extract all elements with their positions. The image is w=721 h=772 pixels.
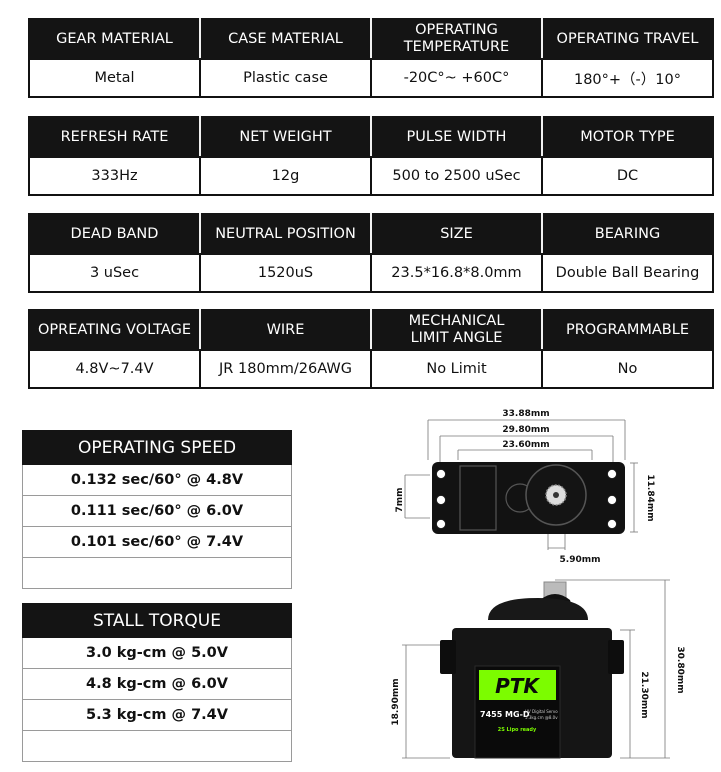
torque-row-empty (22, 730, 292, 762)
speed-row-empty (22, 557, 292, 589)
label-desc-2: 5.3kg.cm @8.0v (525, 715, 558, 720)
torque-row: 5.3 kg-cm @ 7.4V (22, 699, 292, 731)
operating-speed-title: OPERATING SPEED (22, 430, 292, 465)
spec-value-row: 4.8V~7.4V JR 180mm/26AWG No Limit No (28, 349, 714, 389)
header-operating-travel: OPERATING TRAVEL (541, 18, 714, 60)
ptk-logo: PTK (495, 674, 540, 698)
header-programmable: PROGRAMMABLE (541, 309, 714, 351)
value-dead-band: 3 uSec (28, 253, 201, 293)
value-bearing: Double Ball Bearing (541, 253, 714, 293)
value-gear-material: Metal (28, 58, 201, 98)
operating-speed-table: OPERATING SPEED 0.132 sec/60° @ 4.8V 0.1… (22, 430, 292, 589)
value-size: 23.5*16.8*8.0mm (370, 253, 543, 293)
value-net-weight: 12g (199, 156, 372, 196)
value-wire: JR 180mm/26AWG (199, 349, 372, 389)
header-bearing: BEARING (541, 213, 714, 255)
header-wire: WIRE (199, 309, 372, 351)
header-size: SIZE (370, 213, 543, 255)
label-footer: 2S Lipo ready (498, 727, 537, 733)
value-refresh-rate: 333Hz (28, 156, 201, 196)
torque-row: 4.8 kg-cm @ 6.0V (22, 668, 292, 700)
header-net-weight: NET WEIGHT (199, 116, 372, 158)
header-dead-band: DEAD BAND (28, 213, 201, 255)
header-neutral-position: NEUTRAL POSITION (199, 213, 372, 255)
ptk-logo-badge (479, 670, 556, 700)
torque-row: 3.0 kg-cm @ 5.0V (22, 637, 292, 669)
value-pulse-width: 500 to 2500 uSec (370, 156, 543, 196)
dim-lower-height: 18.90mm (391, 678, 401, 725)
speed-row: 0.101 sec/60° @ 7.4V (22, 526, 292, 558)
header-gear-material: GEAR MATERIAL (28, 18, 201, 60)
header-operating-voltage: OPREATING VOLTAGE (28, 309, 201, 351)
value-neutral-position: 1520uS (199, 253, 372, 293)
header-motor-type: MOTOR TYPE (541, 116, 714, 158)
value-programmable: No (541, 349, 714, 389)
dim-spline-offset: 5.90mm (560, 555, 601, 565)
spec-table-3: DEAD BAND NEUTRAL POSITION SIZE BEARING … (28, 213, 714, 293)
speed-row: 0.132 sec/60° @ 4.8V (22, 464, 292, 496)
dim-hole-gap: 7mm (395, 487, 405, 512)
dim-total-height: 30.80mm (675, 646, 685, 693)
servo-side-view: 30.80mm 21.30mm 18.90mm PTK 7455 MG-D HV… (391, 579, 685, 759)
value-operating-travel: 180°+（-）10° (541, 58, 714, 98)
speed-row: 0.111 sec/60° @ 6.0V (22, 495, 292, 527)
value-operating-temperature: -20C°~ +60C° (370, 58, 543, 98)
header-refresh-rate: REFRESH RATE (28, 116, 201, 158)
model-number: 7455 MG-D (480, 710, 530, 719)
spec-value-row: 3 uSec 1520uS 23.5*16.8*8.0mm Double Bal… (28, 253, 714, 293)
spec-value-row: 333Hz 12g 500 to 2500 uSec DC (28, 156, 714, 196)
header-case-material: CASE MATERIAL (199, 18, 372, 60)
value-mechanical-limit-angle: No Limit (370, 349, 543, 389)
spec-header-row: DEAD BAND NEUTRAL POSITION SIZE BEARING (28, 213, 714, 255)
value-motor-type: DC (541, 156, 714, 196)
servo-drawings: 33.88mm 29.80mm 23.60mm 11.84mm 7mm 5.90… (391, 409, 685, 759)
dim-ear-height: 11.84mm (645, 474, 655, 521)
value-case-material: Plastic case (199, 58, 372, 98)
spec-table-2: REFRESH RATE NET WEIGHT PULSE WIDTH MOTO… (28, 116, 714, 196)
value-operating-voltage: 4.8V~7.4V (28, 349, 201, 389)
dim-body-height: 21.30mm (639, 671, 649, 718)
label-desc-1: HV Digital Servo (525, 709, 558, 714)
dim-hole-span: 29.80mm (502, 425, 549, 435)
dim-body-width: 23.60mm (502, 440, 549, 450)
servo-top-view: 33.88mm 29.80mm 23.60mm 11.84mm 7mm 5.90… (395, 409, 655, 565)
spec-header-row: REFRESH RATE NET WEIGHT PULSE WIDTH MOTO… (28, 116, 714, 158)
stall-torque-title: STALL TORQUE (22, 603, 292, 638)
stall-torque-table: STALL TORQUE 3.0 kg-cm @ 5.0V 4.8 kg-cm … (22, 603, 292, 762)
dim-overall-width: 33.88mm (502, 409, 549, 419)
header-pulse-width: PULSE WIDTH (370, 116, 543, 158)
spec-value-row: Metal Plastic case -20C°~ +60C° 180°+（-）… (28, 58, 714, 98)
